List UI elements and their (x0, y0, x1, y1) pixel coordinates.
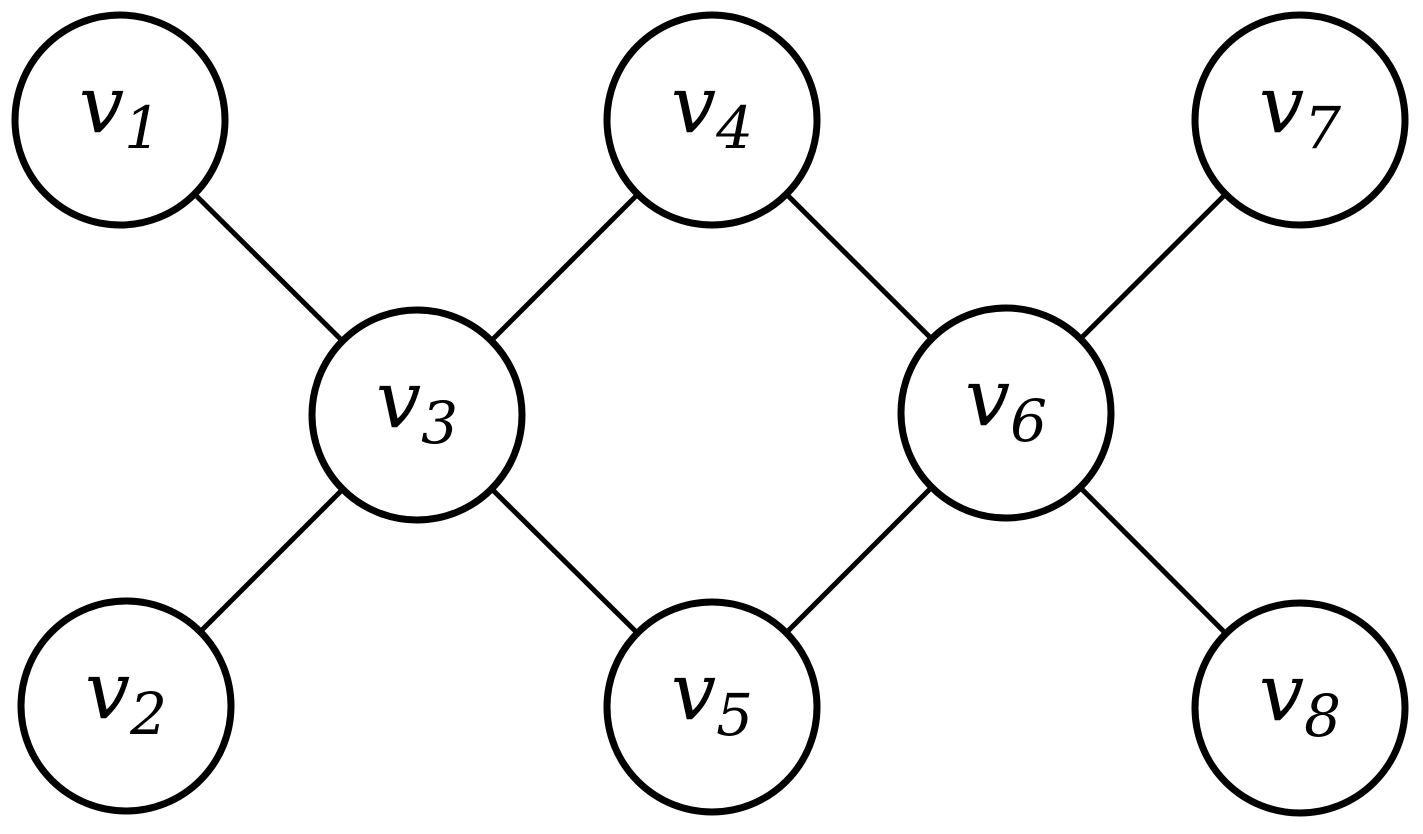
node-v8-circle (1191, 599, 1409, 817)
node-v4: v4 (603, 11, 821, 229)
node-v8-label: v8 (1259, 646, 1341, 750)
node-v2-label-subscript: 2 (129, 680, 167, 748)
node-v7-label: v7 (1259, 58, 1341, 162)
node-v5-label-base: v (671, 645, 716, 738)
node-v2-label: v2 (85, 644, 167, 748)
node-v3: v3 (308, 306, 526, 524)
node-v1-label-base: v (79, 58, 124, 151)
node-v3-label-subscript: 3 (421, 389, 458, 457)
node-v6: v6 (897, 304, 1115, 522)
node-v8-label-subscript: 8 (1304, 682, 1341, 750)
node-v5-label-subscript: 5 (716, 681, 753, 749)
node-v4-circle (603, 11, 821, 229)
node-v4-label-subscript: 4 (715, 94, 753, 162)
node-v1-label: v1 (79, 58, 161, 162)
node-v2-label-base: v (85, 644, 130, 737)
node-v1-circle (11, 11, 229, 229)
node-v8-label-base: v (1259, 646, 1304, 739)
node-v6-label-base: v (965, 351, 1010, 444)
node-v3-circle (308, 306, 526, 524)
node-v6-label: v6 (965, 351, 1047, 455)
node-v2: v2 (17, 597, 235, 815)
node-v8: v8 (1191, 599, 1409, 817)
node-v7-label-base: v (1259, 58, 1304, 151)
node-v3-label: v3 (376, 353, 458, 457)
node-v6-label-subscript: 6 (1010, 387, 1047, 455)
node-v5-label: v5 (671, 645, 753, 749)
node-v4-label: v4 (671, 58, 753, 162)
node-v2-circle (17, 597, 235, 815)
node-v1: v1 (11, 11, 229, 229)
node-v5-circle (603, 598, 821, 816)
node-v7-circle (1191, 11, 1409, 229)
node-v6-circle (897, 304, 1115, 522)
node-v7-label-subscript: 7 (1304, 94, 1341, 162)
node-v1-label-subscript: 1 (124, 94, 161, 162)
node-v3-label-base: v (376, 353, 421, 446)
node-v5: v5 (603, 598, 821, 816)
node-v7: v7 (1191, 11, 1409, 229)
node-v4-label-base: v (671, 58, 716, 151)
